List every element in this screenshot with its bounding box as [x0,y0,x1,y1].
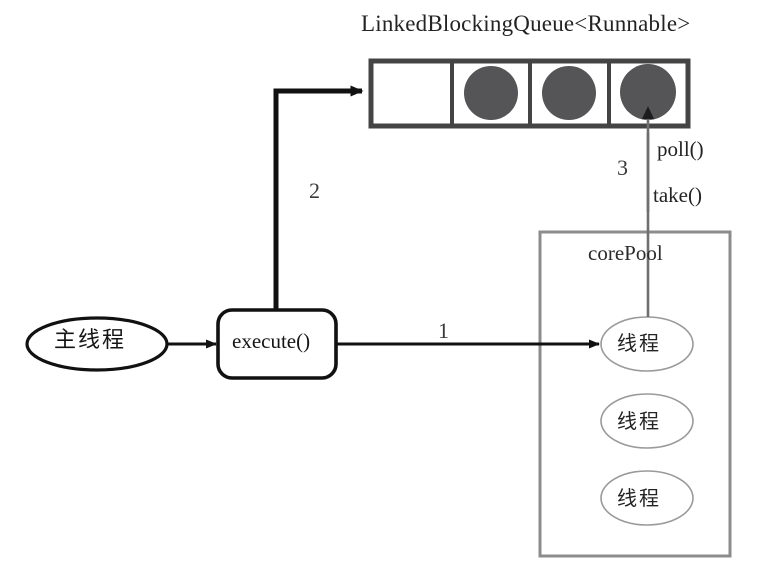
queue-task-circle [464,66,518,120]
edge-label-take: take() [653,183,702,207]
queue-task-circle [620,64,676,120]
worker-label: 线程 [617,409,661,433]
worker-ellipse [600,470,694,526]
edge-label-poll: poll() [657,137,704,161]
worker-label: 线程 [617,486,661,510]
main-thread-label: 主线程 [54,328,127,353]
edge-label-step-3: 3 [617,155,628,180]
edge-label-step-2: 2 [309,178,320,203]
main-thread-ellipse [25,316,169,372]
execute-node-label: execute() [232,329,311,353]
worker-label: 线程 [617,331,661,355]
edge-label-step-1: 1 [438,318,449,343]
worker-ellipse [600,393,694,449]
queue-title: LinkedBlockingQueue<Runnable> [361,11,691,36]
arrow-execute-to-queue [273,85,364,310]
core-pool-title: corePool [588,241,663,265]
queue-task-circle [542,66,596,120]
